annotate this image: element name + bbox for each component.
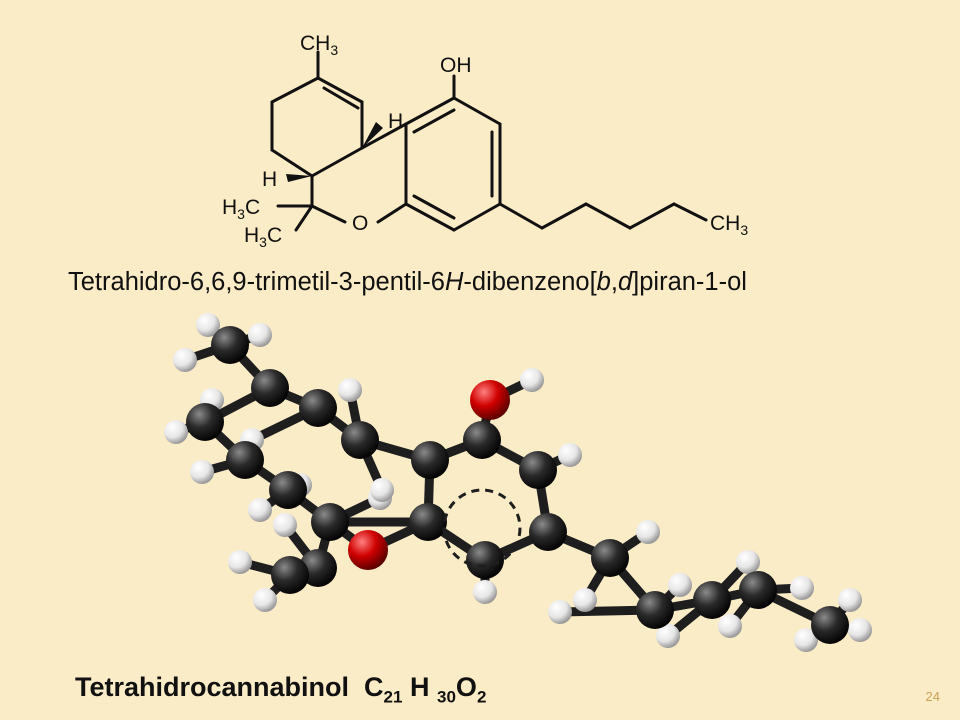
slide-number: 24 (925, 689, 940, 704)
hydrogen-atom (838, 588, 862, 612)
ball-and-stick-model (164, 313, 872, 652)
atom-group (164, 313, 872, 652)
ch3-top-label: CH3 (300, 32, 338, 58)
hydrogen-atom (228, 550, 252, 574)
hydrogen-atom (164, 420, 188, 444)
hydrogen-atom (248, 323, 272, 347)
h3c-upper-label: H3C (222, 196, 260, 222)
hydrogen-atom (656, 624, 680, 648)
hydrogen-atom (718, 614, 742, 638)
carbon-atom (226, 441, 264, 479)
carbon-atom (186, 403, 224, 441)
hydrogen-atom (253, 588, 277, 612)
carbon-atom (341, 421, 379, 459)
carbon-atom (299, 389, 337, 427)
hydrogen-atom (173, 348, 197, 372)
hydrogen-atom (196, 313, 220, 337)
oxygen-atom (470, 380, 510, 420)
oxygen-atom (348, 530, 388, 570)
hydrogen-atom (736, 550, 760, 574)
carbon-atom (636, 591, 674, 629)
carbon-atom (409, 503, 447, 541)
carbon-atom (463, 421, 501, 459)
hydrogen-atom (558, 443, 582, 467)
carbon-atom (311, 503, 349, 541)
carbon-atom (211, 326, 249, 364)
ch3-end-label: CH3 (710, 212, 748, 238)
h-ring-label: H (388, 110, 403, 133)
hydrogen-atom (338, 378, 362, 402)
iupac-name: Tetrahidro-6,6,9-trimetil-3-pentil-6H-di… (68, 268, 747, 296)
hydrogen-atom (520, 368, 544, 392)
hydrogen-atom (248, 498, 272, 522)
hydrogen-atom (636, 520, 660, 544)
oh-label: OH (440, 54, 472, 77)
structural-formula-diagram: CH3 OH H H H3C H3C O CH3 (222, 32, 748, 250)
hydrogen-atom (190, 460, 214, 484)
hydrogen-atom (273, 513, 297, 537)
carbon-atom (411, 441, 449, 479)
hydrogen-atom (668, 573, 692, 597)
aromatic-ring-indicator (442, 488, 522, 568)
carbon-atom (519, 451, 557, 489)
carbon-atom (271, 556, 309, 594)
hydrogen-atom (790, 576, 814, 600)
hashed-wedge (362, 122, 383, 148)
h3c-lower-label: H3C (244, 224, 282, 250)
carbon-atom (693, 581, 731, 619)
carbon-atom (811, 606, 849, 644)
hydrogen-atom (370, 478, 394, 502)
common-name-formula: Tetrahidrocannabinol C21 H 30O2 (75, 672, 487, 707)
hydrogen-atom (848, 618, 872, 642)
carbon-atom (466, 541, 504, 579)
hydrogen-atom (473, 580, 497, 604)
hydrogen-atom (548, 600, 572, 624)
ring-oxygen-label: O (352, 212, 368, 235)
hydrogen-atom (573, 588, 597, 612)
solid-wedge (286, 174, 312, 182)
carbon-atom (529, 513, 567, 551)
hydrogen-atom (794, 628, 818, 652)
carbon-atom (269, 471, 307, 509)
carbon-atom (739, 571, 777, 609)
carbon-atom (251, 369, 289, 407)
carbon-atom (591, 539, 629, 577)
h-left-label: H (262, 168, 277, 191)
